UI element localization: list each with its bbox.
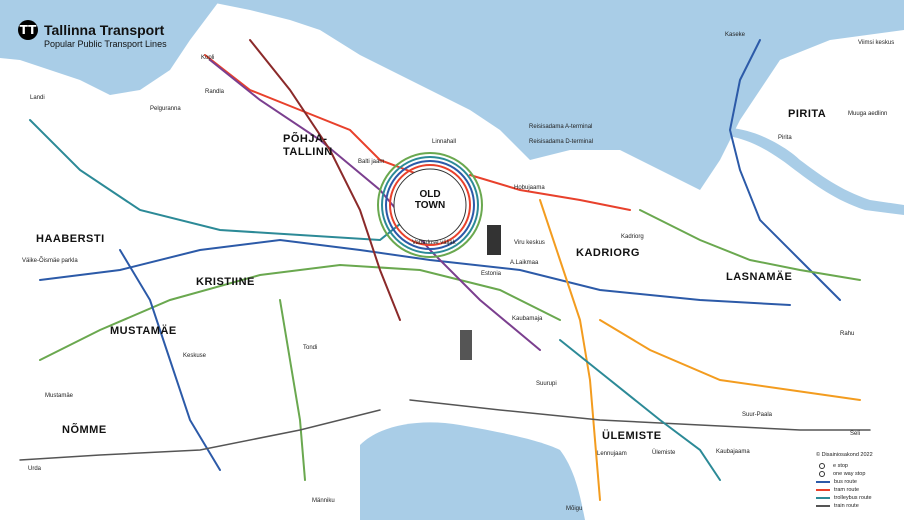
one-way-dot-icon — [819, 471, 825, 477]
district-nomme: NÕMME — [62, 424, 107, 436]
map-legend: e stop one way stop bus route tram route… — [816, 462, 900, 510]
stop-manniku: Männiku — [312, 498, 335, 504]
tram-route-east — [469, 174, 631, 211]
legend-row-trolley: trolleybus route — [816, 494, 900, 502]
stop-a-laikmaa: A.Laikmaa — [510, 260, 539, 266]
district-pohja: PÕHJA- — [283, 133, 328, 145]
copyright-text: © Disainiosakond 2022 — [816, 452, 873, 458]
map-title: Tallinna Transport — [44, 22, 165, 38]
bus-route-green-3 — [639, 209, 861, 281]
stop-keskuse: Keskuse — [183, 353, 207, 359]
stop-mustamae: Mustamäe — [45, 393, 74, 399]
legend-row-train: train route — [816, 502, 900, 510]
bus-route-orange-1 — [539, 199, 601, 501]
stop-seli: Seli — [850, 431, 861, 437]
stop-vabaduse-valjak: Vabaduse väljak — [412, 240, 456, 246]
district-lasnamae: LASNAMÄE — [726, 271, 793, 283]
legend-row-stop: e stop — [816, 462, 900, 470]
old-town-ring — [377, 152, 483, 258]
old-town-label: OLD TOWN — [410, 189, 450, 211]
bus-route-teal-2 — [559, 339, 721, 481]
old-town-line-1: OLD — [419, 189, 441, 200]
district-pirita: PIRITA — [788, 108, 827, 120]
trolleybus-line-swatch — [816, 497, 830, 499]
stop-hobujaama: Hobujaama — [514, 185, 545, 191]
stop-linnahall: Linnahall — [432, 139, 457, 145]
old-town-line-2: TOWN — [414, 200, 446, 211]
legend-label: e stop — [833, 463, 848, 469]
bus-route-orange-2 — [599, 319, 861, 401]
district-kadriorg: KADRIORG — [576, 247, 640, 259]
stop-muuga-aedlinn: Muuga aedlinn — [848, 111, 888, 117]
pirita-river-water — [728, 128, 904, 215]
stop-reisisadama-d: Reisisadama D-terminal — [529, 139, 594, 145]
hotel-olumpia-building — [460, 330, 472, 360]
bus-route-green-2 — [279, 299, 306, 481]
legend-row-tram: tram route — [816, 486, 900, 494]
bus-route-blue-2 — [119, 249, 221, 471]
district-mustamae: MUSTAMÄE — [110, 325, 177, 337]
bus-route-blue-1 — [39, 238, 791, 306]
bus-line-swatch — [816, 481, 830, 483]
stop-landi: Landi — [30, 95, 45, 101]
kopli-bay-water — [0, 0, 220, 95]
legend-label: one way stop — [833, 471, 866, 477]
stop-urda: Urda — [28, 466, 42, 472]
stop-pelguranna: Pelguranna — [150, 106, 181, 112]
stop-kopli: Kopli — [201, 55, 215, 61]
legend-label: bus route — [834, 479, 857, 485]
stop-balti-jaam: Balti jaam — [358, 159, 385, 165]
stop-rahu: Rahu — [840, 331, 855, 337]
stop-suurupi: Suurupi — [536, 381, 557, 387]
tallinn-bay-water — [0, 0, 904, 190]
train-route-west — [19, 409, 381, 461]
tt-logo-icon: TT — [18, 20, 38, 40]
legend-label: train route — [834, 503, 859, 509]
stop-kaseke: Kaseke — [725, 32, 746, 38]
stop-vaike-oismae-parkla: Väike-Õismäe parkla — [22, 258, 78, 264]
legend-row-one-way: one way stop — [816, 470, 900, 478]
stop-dot-icon — [819, 463, 825, 469]
legend-label: tram route — [834, 487, 860, 493]
district-tallinn: TALLINN — [283, 146, 333, 158]
legend-label: trolleybus route — [834, 495, 872, 501]
stop-viru-keskus: Viru keskus — [514, 240, 545, 246]
stop-moigu: Mõigu — [566, 506, 583, 512]
stop-estonia: Estonia — [481, 271, 502, 277]
stop-reisisadama-a: Reisisadama A-terminal — [529, 124, 593, 130]
stop-randla: Randla — [205, 89, 225, 95]
stop-tondi: Tondi — [303, 345, 318, 351]
train-line-swatch — [816, 505, 830, 507]
stop-viimsi-keskus: Viimsi keskus — [858, 40, 895, 46]
route-network — [19, 39, 871, 501]
stop-lennujaam: Lennujaam — [597, 451, 627, 457]
tram-line-swatch — [816, 489, 830, 491]
stop-pirita: Pirita — [778, 135, 792, 141]
map-subtitle: Popular Public Transport Lines — [44, 39, 167, 49]
bus-route-darkred-1 — [249, 39, 401, 321]
stop-kaubajaama: Kaubajaama — [716, 449, 750, 455]
district-haabersti: HAABERSTI — [36, 233, 105, 245]
stop-suur-paala: Suur-Paala — [742, 412, 773, 418]
viru-keskus-building — [487, 225, 501, 255]
stop-ulemiste: Ülemiste — [652, 450, 676, 456]
stop-kadriorg: Kadriorg — [621, 234, 644, 240]
train-route-east — [409, 399, 871, 431]
stop-kaubamaja: Kaubamaja — [512, 316, 543, 322]
district-kristiine: KRISTIINE — [196, 276, 255, 288]
district-ulemiste: ÜLEMISTE — [602, 430, 662, 442]
bus-route-blue-3 — [728, 39, 841, 301]
legend-row-bus: bus route — [816, 478, 900, 486]
trolley-route-mustamae — [29, 119, 431, 242]
ulemiste-lake-water — [360, 422, 585, 520]
bus-route-green-1 — [39, 263, 561, 361]
tram-route-kopli — [204, 54, 421, 176]
brand-header: TT Tallinna Transport — [18, 20, 164, 40]
